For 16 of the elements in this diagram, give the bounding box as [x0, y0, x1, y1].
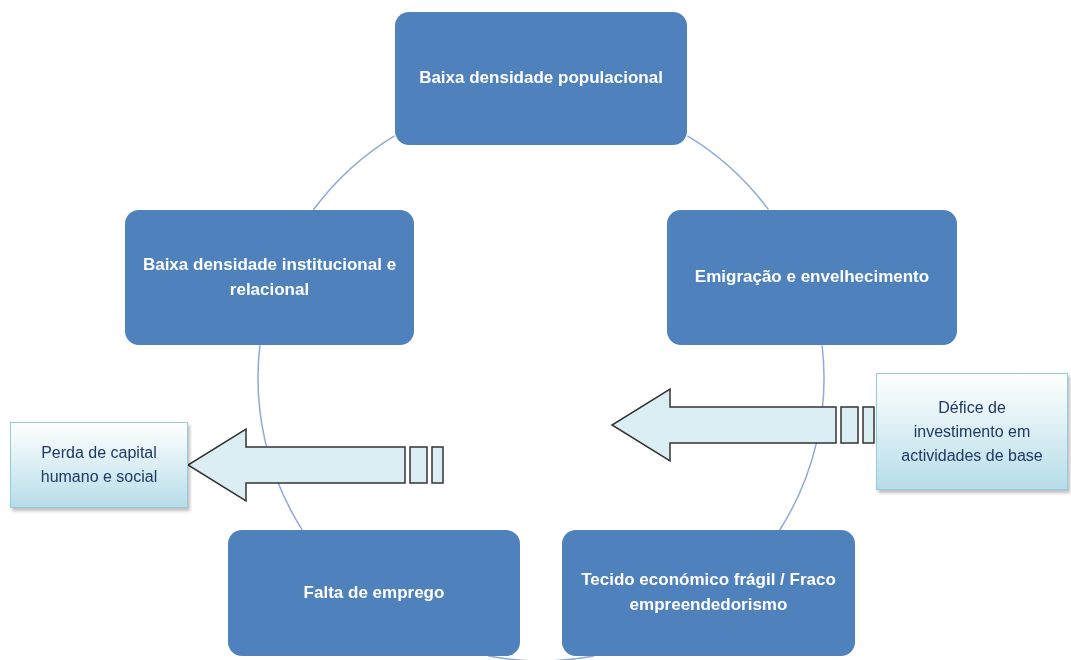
box-label: Baixa densidade populacional [419, 67, 663, 90]
box-label: Emigração e envelhecimento [694, 266, 930, 289]
box-label: Perda de capital humano e social [39, 443, 159, 487]
connector-arc [686, 135, 770, 211]
box-label: Falta de emprego [303, 581, 445, 604]
process-box [228, 530, 520, 656]
box-label: Baixa densidade institucional e relacional [141, 253, 398, 301]
box-label: Tecido económico frágil / Fraco empreendedorismo [580, 569, 837, 616]
box-label: Défice de investimento em actividades de base [900, 397, 1044, 466]
process-box [667, 210, 957, 345]
process-box [562, 530, 855, 656]
note-box [10, 422, 188, 508]
process-box [125, 210, 414, 345]
note-box [876, 373, 1068, 490]
process-box [395, 12, 687, 145]
connector-arc [312, 135, 396, 211]
